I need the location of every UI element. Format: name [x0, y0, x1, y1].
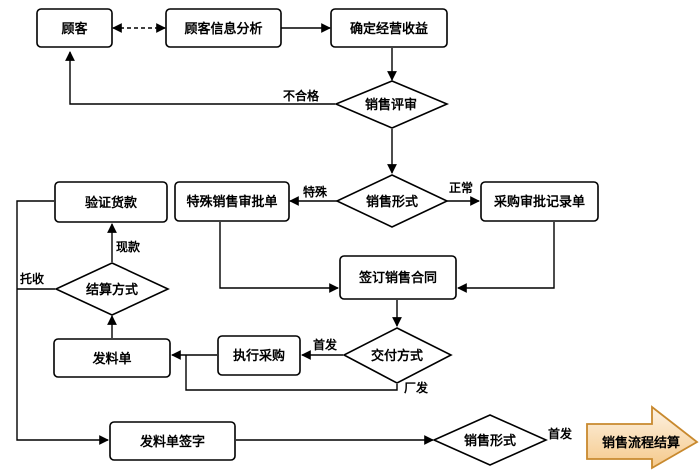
label-cash: 现款 — [116, 239, 141, 254]
node-delivery-method: 交付方式 — [342, 327, 453, 384]
node-settlement-method: 结算方式 — [54, 262, 170, 316]
svg-text:执行采购: 执行采购 — [233, 348, 285, 364]
label-first-delivery: 首发 — [313, 337, 338, 352]
node-sales-end-arrow: 销售流程结算 — [586, 405, 699, 470]
svg-text:签订销售合同: 签订销售合同 — [358, 270, 437, 286]
svg-text:顾客信息分析: 顾客信息分析 — [184, 21, 262, 37]
node-sales-form-1: 销售形式 — [335, 174, 449, 228]
svg-text:采购审批记录单: 采购审批记录单 — [493, 194, 585, 210]
connectors — [16, 23, 555, 445]
edge-purchase-contract — [457, 222, 555, 293]
svg-text:销售形式: 销售形式 — [366, 194, 418, 210]
svg-text:特殊销售审批单: 特殊销售审批单 — [186, 194, 277, 210]
edge-special-contract — [219, 222, 339, 293]
node-issue-order: 发料单 — [53, 338, 171, 378]
svg-text:发料单: 发料单 — [91, 351, 131, 367]
node-verify-payment: 验证货款 — [54, 181, 168, 223]
edge-verify-sign — [16, 200, 109, 445]
label-normal: 正常 — [449, 180, 473, 195]
svg-text:交付方式: 交付方式 — [371, 348, 423, 364]
node-sales-form-2: 销售形式 — [432, 414, 548, 466]
node-execute-purchase: 执行采购 — [217, 335, 301, 376]
edge-labels: 不合格 特殊 正常 首发 厂发 现款 托收 首发 — [20, 88, 573, 441]
svg-text:销售流程结算: 销售流程结算 — [602, 435, 680, 451]
svg-text:销售评审: 销售评审 — [365, 97, 417, 113]
svg-text:结算方式: 结算方式 — [86, 282, 138, 298]
node-purchase-record: 采购审批记录单 — [480, 181, 599, 222]
label-consignment: 托收 — [20, 271, 44, 286]
label-first-delivery-2: 首发 — [548, 426, 573, 441]
label-unqualified: 不合格 — [283, 88, 320, 103]
svg-text:验证货款: 验证货款 — [85, 195, 138, 211]
node-determine-revenue: 确定经营收益 — [330, 8, 448, 48]
edge-delivery-factory — [185, 355, 398, 391]
label-factory-delivery: 厂发 — [404, 380, 429, 395]
svg-text:顾客: 顾客 — [61, 21, 88, 37]
svg-text:确定经营收益: 确定经营收益 — [350, 21, 428, 37]
node-customer-info-analysis: 顾客信息分析 — [165, 8, 282, 48]
node-sales-review: 销售评审 — [333, 80, 450, 129]
svg-text:销售形式: 销售形式 — [464, 433, 516, 449]
label-special: 特殊 — [303, 184, 328, 199]
node-special-approval: 特殊销售审批单 — [174, 181, 290, 222]
edge-review-customer — [65, 51, 335, 105]
svg-text:发料单签字: 发料单签字 — [139, 434, 205, 450]
node-issue-order-sign: 发料单签字 — [109, 421, 236, 461]
node-customer: 顾客 — [36, 8, 113, 48]
node-sign-contract: 签订销售合同 — [339, 255, 457, 300]
